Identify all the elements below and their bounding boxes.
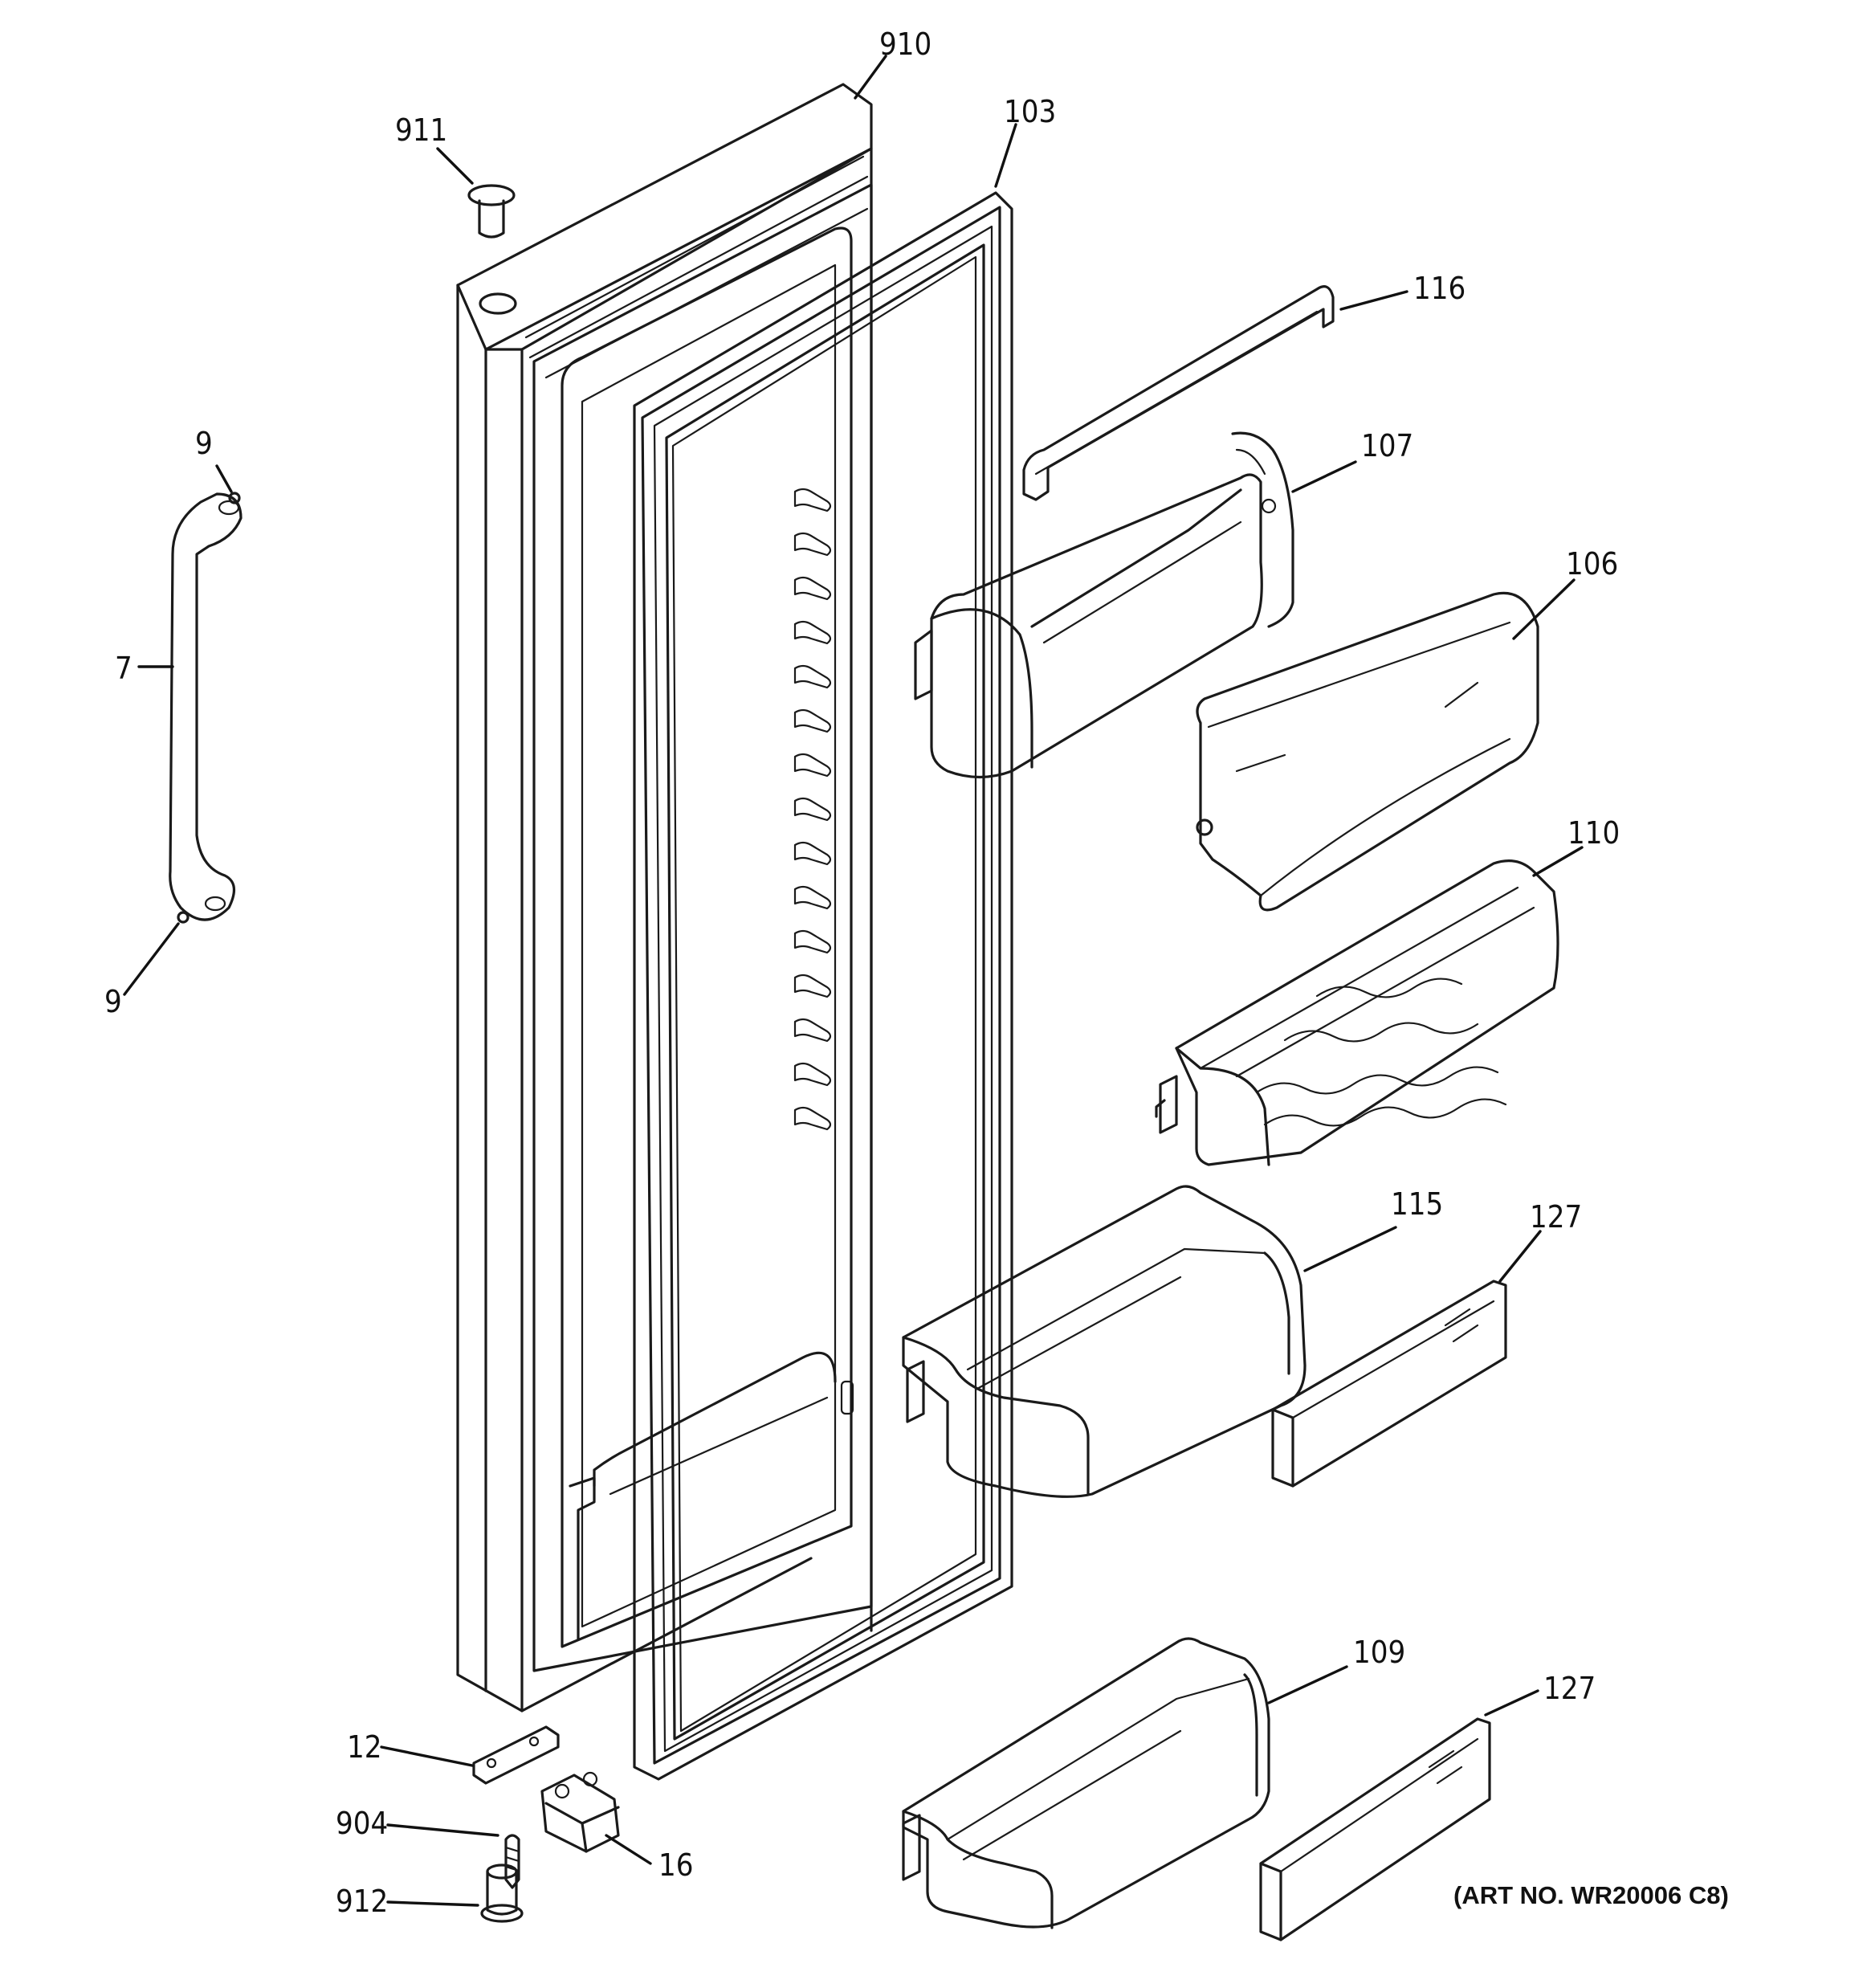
callout-103: 103 (1004, 94, 1056, 129)
callout-16: 16 (658, 1847, 694, 1883)
callout-107: 107 (1361, 428, 1413, 463)
callout-106: 106 (1566, 546, 1618, 582)
callout-9-top: 9 (195, 426, 213, 461)
hinge-bracket-12 (472, 1725, 560, 1785)
bushing-912 (480, 1863, 524, 1923)
door-bin-115 (902, 1185, 1307, 1498)
screw-9-top (228, 492, 241, 504)
callout-12: 12 (347, 1729, 382, 1765)
bin-trim-127-upper (1271, 1280, 1507, 1488)
callout-912: 912 (336, 1884, 388, 1919)
callout-labels: 910 911 103 116 107 106 110 115 127 109 … (104, 27, 1620, 1919)
callout-127-lower: 127 (1543, 1671, 1596, 1706)
door-inner-liner (532, 183, 873, 1672)
door-handle-7 (169, 492, 243, 921)
leader-lines (123, 55, 1584, 1907)
door-gasket (633, 191, 1013, 1781)
bin-trim-127-lower (1259, 1717, 1491, 1941)
callout-110: 110 (1567, 815, 1620, 851)
egg-bin-110 (1155, 859, 1559, 1166)
callout-904: 904 (336, 1806, 388, 1841)
callout-910: 910 (879, 27, 932, 62)
hinge-bushing-911 (467, 184, 516, 239)
callout-9-bottom: 9 (104, 984, 122, 1019)
callout-109: 109 (1353, 1635, 1405, 1670)
door-bin-109 (902, 1637, 1270, 1929)
bin-cover-106 (1196, 591, 1539, 912)
liner-shelf-ribs (793, 488, 854, 1415)
callout-127-upper: 127 (1530, 1199, 1582, 1235)
callout-116: 116 (1413, 271, 1466, 306)
door-outer-shell (456, 83, 873, 1712)
callout-911: 911 (395, 112, 447, 148)
callout-115: 115 (1391, 1186, 1443, 1222)
art-number: (ART NO. WR20006 C8) (1453, 1881, 1729, 1909)
shelf-rail-116 (1022, 285, 1335, 501)
door-closer-16 (540, 1771, 620, 1853)
screw-9-bottom (177, 911, 190, 924)
door-bin-107 (914, 431, 1294, 779)
callout-7: 7 (115, 651, 132, 686)
